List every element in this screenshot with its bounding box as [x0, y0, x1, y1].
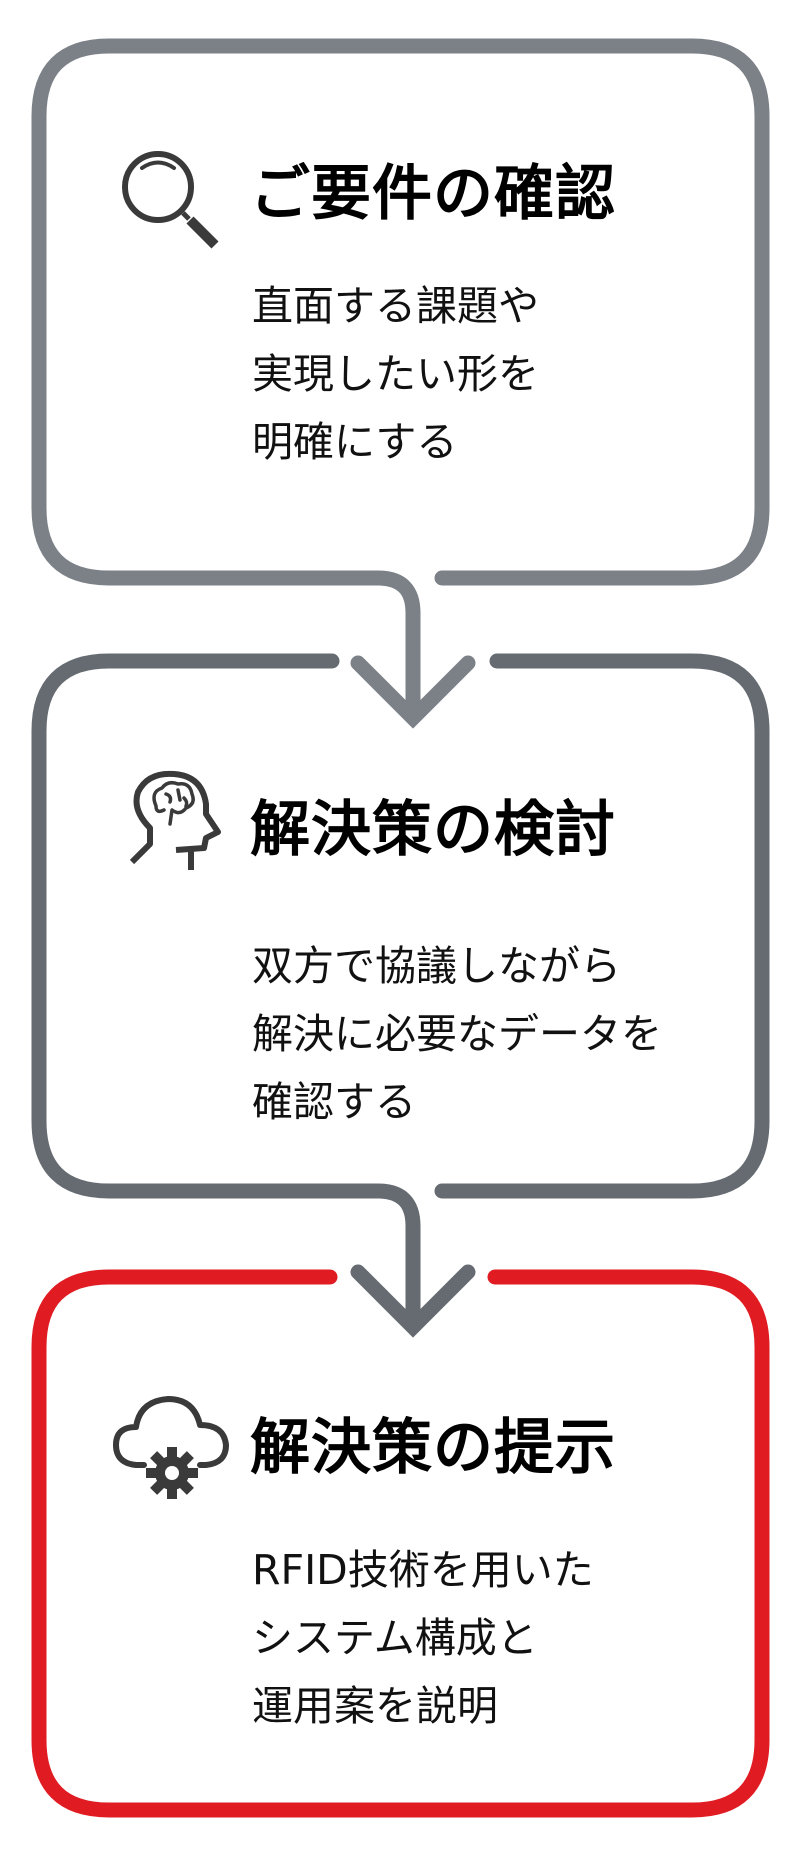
- description-line: 明確にする: [252, 418, 458, 466]
- step1-frame: [31, 38, 770, 723]
- step2-frame: [31, 653, 421, 1334]
- description-line: システム構成と: [252, 1614, 538, 1662]
- description-line: 運用案を説明: [252, 1682, 498, 1730]
- description-line: 確認する: [252, 1078, 416, 1126]
- step3-frame: [31, 1269, 770, 1818]
- description-line: 解決に必要なデータを: [252, 1010, 662, 1058]
- description-line: 直面する課題や: [252, 282, 539, 330]
- step-description: 直面する課題や 実現したい形を 明確にする: [252, 272, 539, 476]
- description-line: RFID技術を用いた: [252, 1546, 594, 1594]
- step-description: 双方で協議しながら 解決に必要なデータを 確認する: [252, 932, 662, 1136]
- head-brain-icon: [129, 770, 221, 870]
- step-title: 解決策の検討: [250, 795, 616, 865]
- description-line: 双方で協議しながら: [252, 942, 621, 990]
- step-title: 解決策の提示: [250, 1413, 616, 1483]
- step-description: RFID技術を用いた システム構成と 運用案を説明: [252, 1536, 594, 1740]
- cloud-gear-icon: [113, 1396, 229, 1499]
- arrow-down-icon-1: [350, 655, 476, 729]
- magnifier-icon: [122, 151, 219, 249]
- description-line: 実現したい形を: [252, 350, 539, 398]
- arrow-down-icon-2: [350, 1264, 476, 1338]
- step-title: ご要件の確認: [250, 159, 616, 229]
